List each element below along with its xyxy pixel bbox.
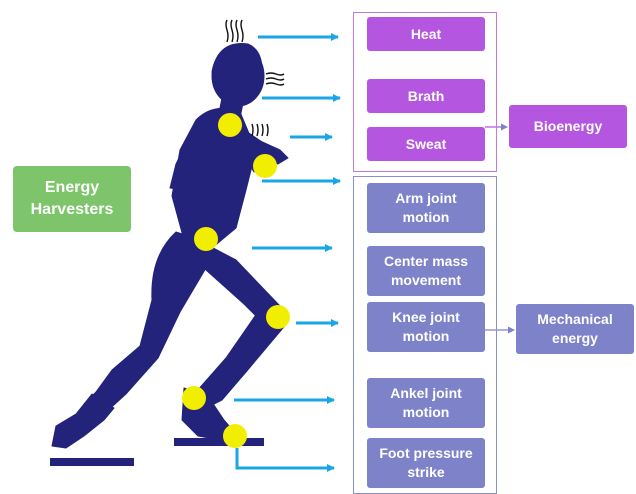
center-mass-movement-box: Center mass movement [367,246,485,296]
breath-lines-icon [266,73,284,85]
joint-marker-icon [182,386,206,410]
joint-marker-icon [253,154,277,178]
ankle-joint-motion-box: Ankel joint motion [367,378,485,428]
foot-pressure-strike-box: Foot pressure strike [367,438,485,488]
runner-silhouette-icon [52,44,288,448]
sweat-lines-icon [252,124,268,136]
heat-box: Heat [367,17,485,51]
joint-marker-icon [223,424,247,448]
ground-plate-rear [50,458,134,466]
heat-waves-icon [226,20,243,42]
energy-harvesters-label: Energy Harvesters [13,166,131,232]
knee-joint-motion-box: Knee joint motion [367,302,485,352]
sweat-box: Sweat [367,127,485,161]
bioenergy-category-box: Bioenergy [509,105,627,148]
ground-plate-front [174,438,264,446]
joint-marker-icon [194,227,218,251]
mechanical-energy-category-box: Mechanical energy [516,304,634,354]
arrow-foot-pressure [237,448,334,468]
arm-joint-motion-box: Arm joint motion [367,183,485,233]
brath-box: Brath [367,79,485,113]
joint-marker-icon [218,113,242,137]
joint-marker-icon [266,305,290,329]
